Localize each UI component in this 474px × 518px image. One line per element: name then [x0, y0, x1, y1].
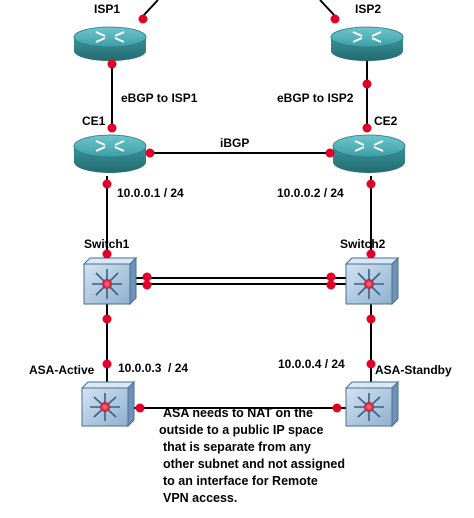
router-ce1[interactable]	[73, 134, 147, 173]
port-dot	[107, 123, 117, 133]
device-label-ce1: CE1	[82, 114, 106, 128]
port-dot	[107, 59, 117, 69]
switch-switch1[interactable]	[82, 256, 138, 306]
router-isp2[interactable]	[330, 26, 404, 61]
port-dot	[102, 359, 112, 369]
device-label-switch1: Switch1	[84, 237, 130, 251]
asa-firewall-icon	[80, 380, 136, 428]
firewall-asa-active[interactable]	[80, 380, 136, 428]
note-line: outside to a public IP space	[159, 423, 323, 437]
router-ce2[interactable]	[332, 134, 406, 173]
port-dot	[362, 79, 372, 89]
port-dot	[366, 314, 376, 324]
port-dot	[142, 272, 152, 282]
note-line: ASA needs to NAT on the	[163, 406, 313, 420]
router-icon	[73, 26, 147, 61]
device-label-ce2: CE2	[374, 114, 398, 128]
multilayer-switch-icon	[82, 256, 138, 306]
note-line: to an interface for Remote	[163, 474, 318, 488]
router-icon	[330, 26, 404, 61]
port-dot	[326, 272, 336, 282]
port-dot	[325, 148, 335, 158]
isp2-uplink	[319, 0, 336, 17]
port-dot	[330, 14, 340, 24]
annotation-note: ASA needs to NAT on the outside to a pub…	[159, 406, 345, 505]
link-label-isp2-ce2: eBGP to ISP2	[277, 91, 354, 105]
link-label-ce1-ce2: iBGP	[220, 136, 249, 150]
device-label-isp1: ISP1	[94, 2, 120, 16]
port-dot	[138, 14, 148, 24]
isp1-uplink	[142, 0, 159, 17]
router-isp1[interactable]	[73, 26, 147, 61]
port-dot	[366, 359, 376, 369]
port-dot	[332, 403, 342, 413]
note-line: other subnet and not assigned	[163, 457, 345, 471]
link-label-ce1-switch1: 10.0.0.1 / 24	[117, 186, 184, 200]
port-dot	[366, 249, 376, 259]
port-dot	[102, 249, 112, 259]
port-dot	[102, 314, 112, 324]
port-dots	[102, 14, 376, 413]
device-label-asa-standby: ASA-Standby	[375, 363, 452, 377]
firewall-asa-standby[interactable]	[344, 380, 400, 428]
links-layer	[106, 0, 372, 409]
link-label-isp1-ce1: eBGP to ISP1	[121, 91, 198, 105]
switch-switch2[interactable]	[344, 256, 400, 306]
asa-firewall-icon	[344, 380, 400, 428]
port-dot	[142, 280, 152, 290]
device-label-asa-active: ASA-Active	[29, 363, 95, 377]
note-line: VPN access.	[163, 491, 237, 505]
router-icon	[332, 134, 406, 173]
port-dot	[135, 403, 145, 413]
port-dot	[145, 148, 155, 158]
router-icon	[73, 134, 147, 173]
port-dot	[102, 179, 112, 189]
port-dot	[362, 123, 372, 133]
multilayer-switch-icon	[344, 256, 400, 306]
device-label-switch2: Switch2	[340, 237, 386, 251]
link-label-ce2-switch2: 10.0.0.2 / 24	[277, 186, 344, 200]
port-dot	[366, 179, 376, 189]
port-dot	[326, 280, 336, 290]
link-label-switch2-asa: 10.0.0.4 / 24	[278, 357, 345, 371]
link-label-switch1-asa: 10.0.0.3 / 24	[118, 361, 188, 375]
device-label-isp2: ISP2	[355, 2, 381, 16]
note-line: that is separate from any	[163, 440, 311, 454]
